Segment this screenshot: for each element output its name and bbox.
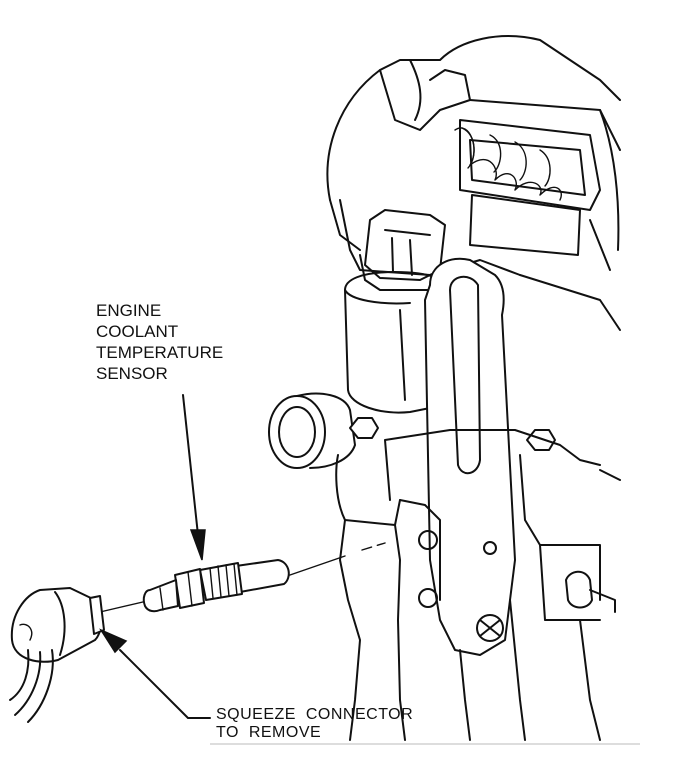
sensor-label-line: COOLANT — [96, 322, 179, 341]
coolant-temperature-sensor — [142, 559, 290, 613]
round-cap — [268, 392, 356, 469]
sensor-label-line: SENSOR — [96, 364, 168, 383]
connector-leader-arrow — [99, 628, 211, 719]
electrical-connector — [9, 587, 105, 723]
connector-label-line: SQUEEZE CONNECTOR — [216, 706, 414, 723]
spring-coil — [454, 127, 562, 201]
upper-bracket — [359, 209, 446, 291]
engine-block-lower — [335, 429, 621, 741]
bolts — [349, 417, 556, 451]
sensor-callout-label: ENGINE COOLANT TEMPERATURE SENSOR — [96, 300, 223, 384]
connector-callout-label: SQUEEZE CONNECTOR TO REMOVE — [216, 706, 413, 742]
slotted-strap — [424, 257, 516, 656]
sensor-label-line: TEMPERATURE — [96, 343, 224, 362]
sensor-label-line: ENGINE — [96, 301, 162, 320]
sensor-leader-arrow — [182, 394, 206, 561]
connector-label-line: TO REMOVE — [216, 724, 322, 741]
right-fitting — [565, 570, 616, 613]
